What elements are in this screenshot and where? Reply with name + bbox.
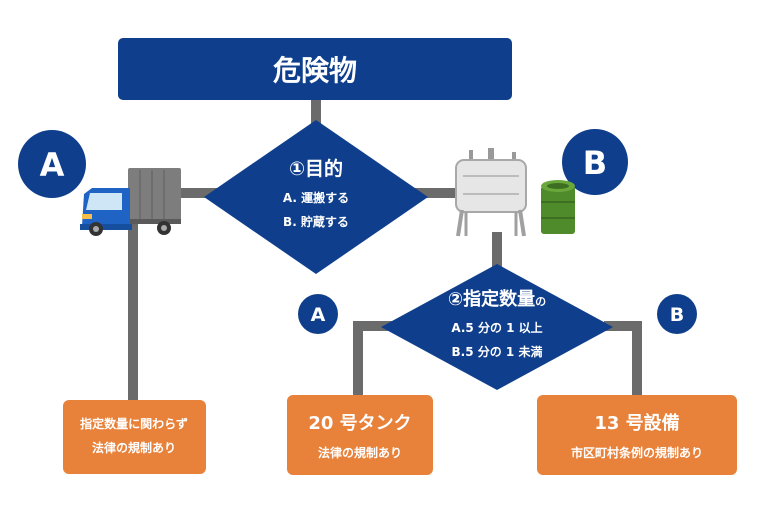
decision2-diamond: [381, 264, 613, 390]
result-transport-line1: 指定数量に関わらず: [80, 416, 188, 431]
result-transport-line2: 法律の規制あり: [92, 440, 176, 455]
decision1-option-b: B. 貯蔵する: [283, 214, 349, 229]
badge-b-small-label: B: [670, 304, 684, 326]
badge-a-small-circle: [298, 294, 338, 334]
badge-a-large-label: A: [40, 146, 65, 184]
badge-a-large-circle: [18, 130, 86, 198]
decision1-title: ①目的: [289, 157, 343, 180]
result-transport: 指定数量に関わらず 法律の規制あり: [63, 400, 206, 474]
result-tank-box: [287, 395, 433, 475]
result-tank-title: 20 号タンク: [308, 413, 411, 434]
decision1: ①目的 A. 運搬する B. 貯蔵する: [204, 120, 428, 274]
badge-a-small: A: [298, 294, 338, 334]
header-title: 危険物: [273, 54, 357, 87]
oil-tank-icon: [455, 148, 527, 237]
result-tank-subtitle: 法律の規制あり: [318, 445, 402, 460]
decision2-option-b: B.5 分の 1 未満: [452, 344, 543, 359]
connector-decision2-to-tank-result: [353, 321, 392, 396]
decision1-diamond: [204, 120, 428, 274]
decision2-option-a: A.5 分の 1 以上: [451, 320, 542, 335]
header: 危険物: [118, 38, 512, 100]
connector-decision2-to-facility-result: [604, 321, 642, 396]
badge-b-small-circle: [657, 294, 697, 334]
badge-b-large: B: [562, 129, 628, 195]
result-facility-box: [537, 395, 737, 475]
drum-icon: [541, 180, 575, 234]
result-transport-box: [63, 400, 206, 474]
decision1-option-a: A. 運搬する: [283, 190, 349, 205]
badge-b-large-label: B: [583, 144, 607, 182]
header-box: [118, 38, 512, 100]
decision2-title-line: ②指定数量の: [448, 288, 546, 310]
badge-b-large-circle: [562, 129, 628, 195]
badge-b-small: B: [657, 294, 697, 334]
truck-icon: [80, 168, 181, 236]
decision2-title: ②指定数量: [448, 288, 535, 310]
badge-a-large: A: [18, 130, 86, 198]
result-tank: 20 号タンク 法律の規制あり: [287, 395, 433, 475]
badge-a-small-label: A: [311, 304, 326, 326]
result-facility-title: 13 号設備: [594, 412, 679, 434]
decision2: ②指定数量の A.5 分の 1 以上 B.5 分の 1 未満: [381, 264, 613, 390]
result-facility: 13 号設備 市区町村条例の規制あり: [537, 395, 737, 475]
result-facility-subtitle: 市区町村条例の規制あり: [571, 445, 703, 460]
decision2-title-suffix: の: [535, 295, 546, 308]
